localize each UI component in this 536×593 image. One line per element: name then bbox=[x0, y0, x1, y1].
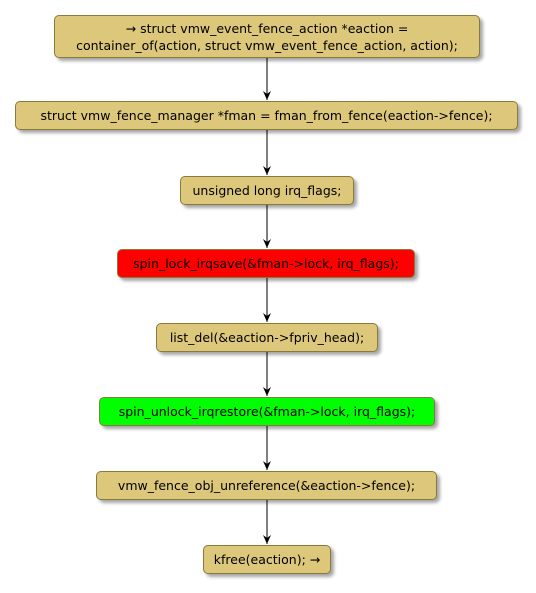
node-spin-lock: spin_lock_irqsave(&fman->lock, irq_flags… bbox=[117, 249, 415, 278]
node-line: spin_lock_irqsave(&fman->lock, irq_flags… bbox=[133, 256, 399, 271]
node-line: vmw_fence_obj_unreference(&eaction->fenc… bbox=[117, 478, 416, 493]
node-kfree: kfree(eaction); → bbox=[203, 545, 331, 574]
node-irq-flags-decl: unsigned long irq_flags; bbox=[180, 176, 354, 205]
node-spin-unlock: spin_unlock_irqrestore(&fman->lock, irq_… bbox=[99, 397, 435, 426]
node-line: → struct vmw_event_fence_action *eaction… bbox=[125, 20, 409, 36]
node-line: kfree(eaction); → bbox=[213, 552, 321, 567]
node-line: unsigned long irq_flags; bbox=[192, 183, 342, 198]
node-line: spin_unlock_irqrestore(&fman->lock, irq_… bbox=[118, 404, 416, 419]
node-eaction-decl: → struct vmw_event_fence_action *eaction… bbox=[54, 15, 480, 58]
node-list-del: list_del(&eaction->fpriv_head); bbox=[156, 323, 378, 352]
node-line: struct vmw_fence_manager *fman = fman_fr… bbox=[40, 108, 493, 123]
node-fence-unreference: vmw_fence_obj_unreference(&eaction->fenc… bbox=[96, 471, 437, 500]
node-line: list_del(&eaction->fpriv_head); bbox=[169, 330, 365, 345]
node-line: container_of(action, struct vmw_event_fe… bbox=[76, 37, 458, 53]
node-fman-decl: struct vmw_fence_manager *fman = fman_fr… bbox=[15, 101, 518, 130]
